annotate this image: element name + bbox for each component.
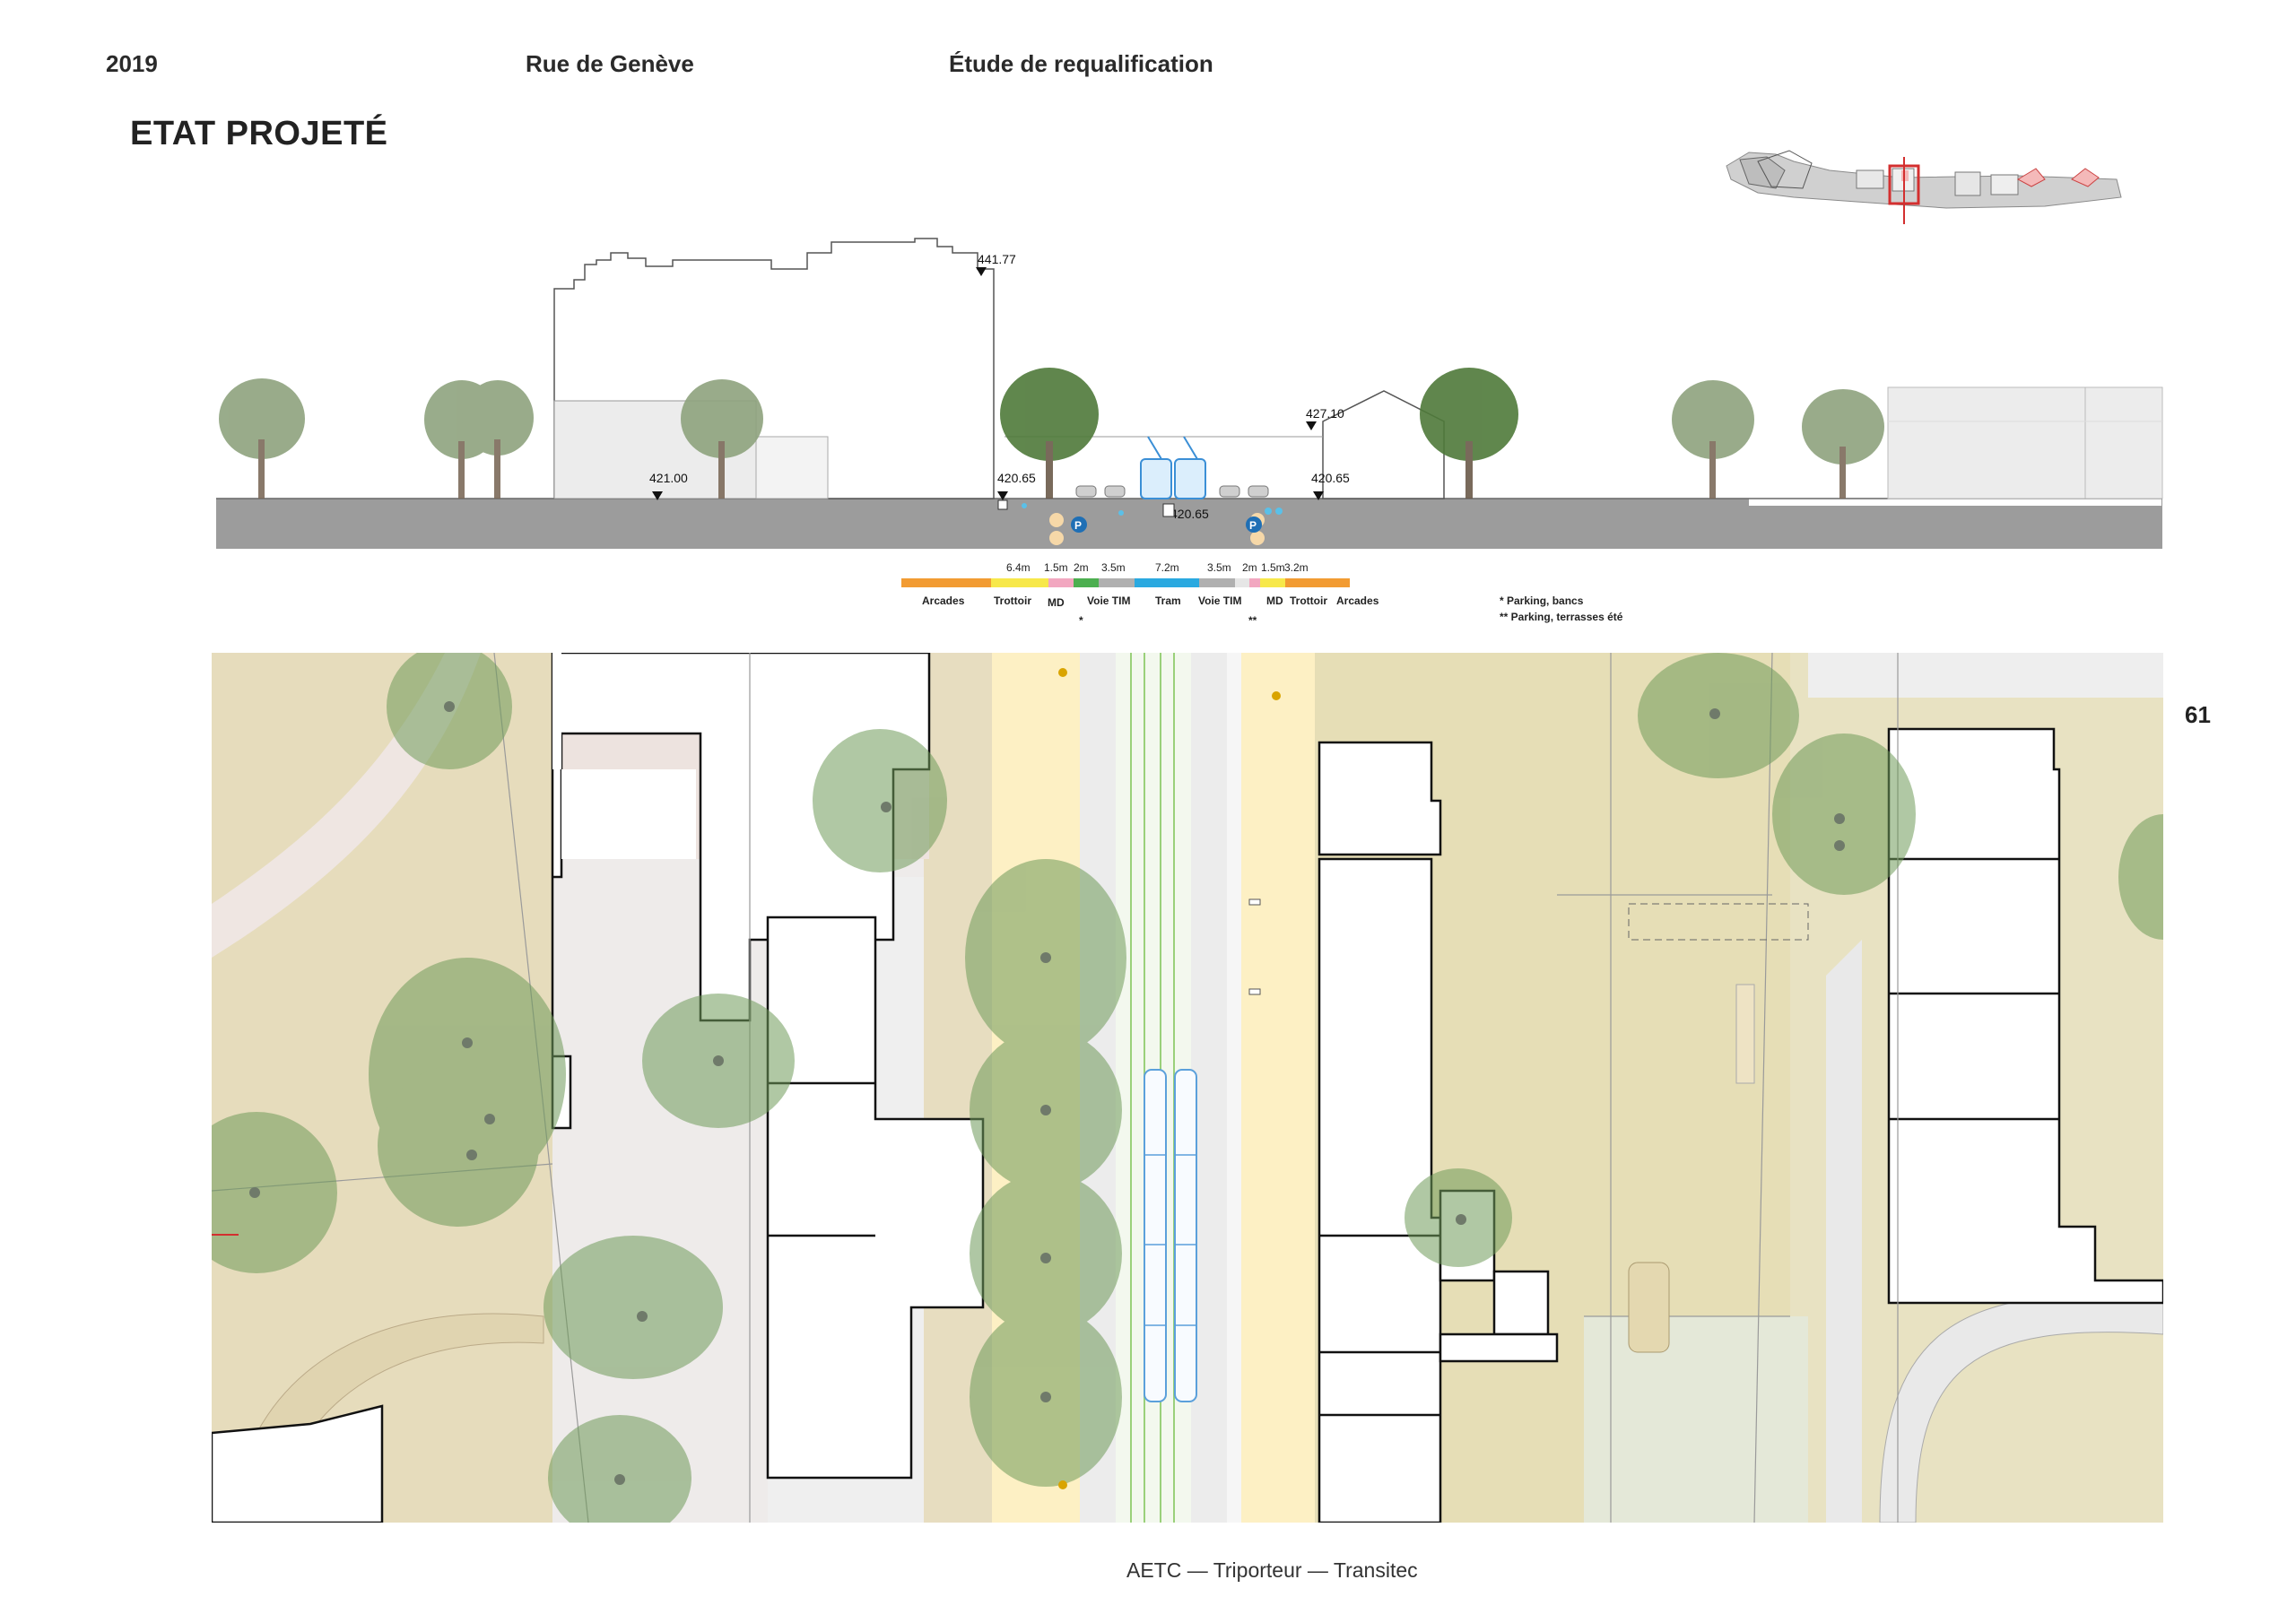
street-plan [212, 653, 2163, 1523]
profile-band-2 [991, 578, 1048, 587]
profile-label-trottoir-left: Trottoir [994, 595, 1031, 607]
profile-width-5: 7.2m [1155, 561, 1179, 574]
header-year: 2019 [106, 50, 158, 77]
locator-map [1726, 150, 2122, 224]
profile-width-8: 1.5m [1261, 561, 1285, 574]
tram-plan-icon [1144, 1069, 1197, 1402]
profile-band-8 [1235, 578, 1249, 587]
footer-credits: AETC — Triporteur — Transitec [1126, 1558, 1418, 1582]
page-number: 61 [2185, 701, 2211, 728]
profile-label-tram: Tram [1155, 595, 1181, 607]
profile-label-md-right: MD [1266, 595, 1283, 607]
profile-band-9 [1249, 578, 1260, 587]
profile-band-4 [1074, 578, 1099, 587]
profile-band-6 [1135, 578, 1199, 587]
profile-width-3: 2m [1074, 561, 1089, 574]
elevation-right-facade: 420.65 [1311, 471, 1350, 485]
header-study: Étude de requalification [949, 50, 1213, 77]
page-title: ETAT PROJETÉ [130, 115, 388, 152]
profile-width-1: 6.4m [1006, 561, 1031, 574]
profile-label-arcades-right: Arcades [1336, 595, 1379, 607]
profile-width-9: 3.2m [1284, 561, 1309, 574]
parking-symbol-left: P [1074, 519, 1082, 532]
elevation-center: 420.65 [1170, 507, 1209, 521]
parking-symbol-right: P [1249, 519, 1257, 532]
profile-width-6: 3.5m [1207, 561, 1231, 574]
profile-label-md-left: MD [1048, 596, 1065, 609]
tree-icon [219, 368, 1884, 499]
profile-label-trottoir-right: Trottoir [1290, 595, 1327, 607]
note-2: ** Parking, terrasses été [1500, 611, 1623, 623]
tram-icon [1140, 436, 1206, 499]
header-street: Rue de Genève [526, 50, 694, 77]
profile-width-7: 2m [1242, 561, 1257, 574]
street-profile-bar: 6.4m 1.5m 2m 3.5m 7.2m 3.5m 2m 1.5m 3.2m… [901, 561, 1623, 627]
profile-band-7 [1199, 578, 1235, 587]
street-section: 441.77 421.00 420.65 420.65 420.65 427.1… [216, 238, 2163, 549]
profile-width-2: 1.5m [1044, 561, 1068, 574]
profile-band-3 [1048, 578, 1074, 587]
profile-band-10 [1260, 578, 1285, 587]
profile-marker-1: * [1079, 614, 1083, 627]
elevation-top-left: 441.77 [978, 252, 1016, 266]
profile-band-11 [1285, 578, 1350, 587]
elevation-left-facade: 420.65 [997, 471, 1036, 485]
profile-band-5 [1099, 578, 1135, 587]
profile-label-arcades-left: Arcades [922, 595, 965, 607]
profile-label-voie-right: Voie TIM [1198, 595, 1241, 607]
profile-marker-2: ** [1248, 614, 1257, 627]
profile-label-voie-left: Voie TIM [1087, 595, 1130, 607]
profile-width-4: 3.5m [1101, 561, 1126, 574]
profile-band-1 [901, 578, 991, 587]
note-1: * Parking, bancs [1500, 595, 1584, 607]
elevation-left-ground: 421.00 [649, 471, 688, 485]
elevation-right-building: 427.10 [1306, 406, 1344, 421]
